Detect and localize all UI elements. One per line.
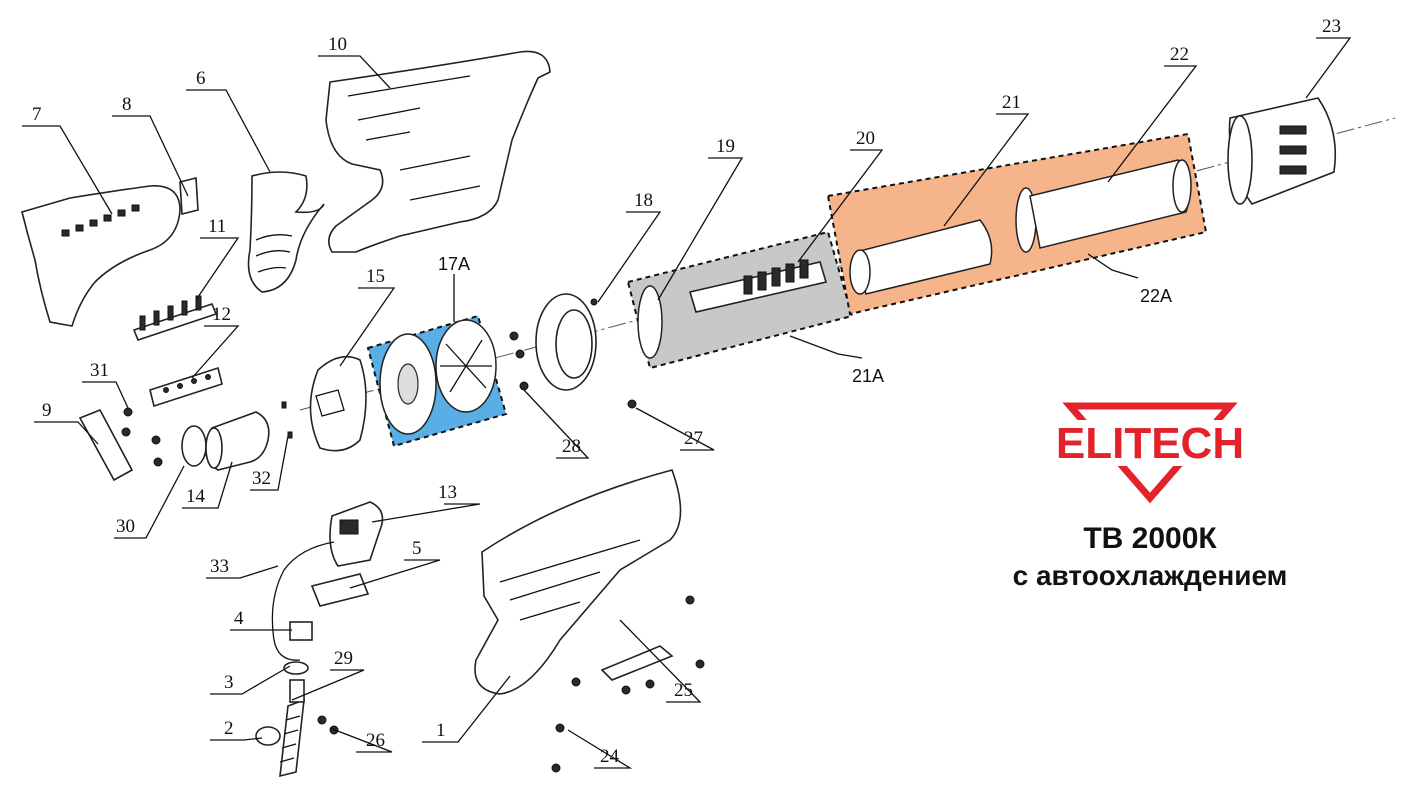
callout-22: 22 bbox=[1170, 44, 1189, 65]
callout-15: 15 bbox=[366, 266, 385, 287]
callout-24: 24 bbox=[600, 746, 620, 767]
callout-20: 20 bbox=[856, 128, 875, 149]
callout-3: 3 bbox=[224, 672, 234, 693]
callout-11: 11 bbox=[208, 216, 226, 237]
callout-33: 33 bbox=[210, 556, 229, 577]
part-5-block bbox=[310, 573, 370, 607]
part-13-switch bbox=[329, 501, 384, 567]
callout-6: 6 bbox=[196, 68, 206, 89]
part-28-screws bbox=[509, 331, 529, 391]
callout-9: 9 bbox=[42, 400, 52, 421]
callout-12: 12 bbox=[212, 304, 231, 325]
part-23-nozzle bbox=[1227, 97, 1337, 205]
callout-26: 26 bbox=[366, 730, 385, 751]
part-21-inner-tube bbox=[849, 219, 993, 295]
part-7-handle-cover bbox=[21, 185, 181, 327]
part-18-ring-housing bbox=[535, 293, 598, 391]
callout-23: 23 bbox=[1322, 16, 1341, 37]
part-1-housing-right bbox=[474, 469, 682, 695]
callout-10: 10 bbox=[328, 34, 347, 55]
part-10-housing-left bbox=[325, 50, 551, 253]
part-31-screws bbox=[121, 407, 163, 467]
callout-17A: 17A bbox=[438, 254, 470, 274]
model-subtitle: с автоохлаждением bbox=[1012, 560, 1288, 591]
part-33-wire bbox=[271, 541, 335, 661]
callout-2: 2 bbox=[224, 718, 234, 739]
callout-7: 7 bbox=[32, 104, 42, 125]
callout-8: 8 bbox=[122, 94, 132, 115]
callout-5: 5 bbox=[412, 538, 422, 559]
leader-lines bbox=[22, 37, 1352, 769]
part-4-connector bbox=[289, 621, 313, 641]
part-15-fan-housing bbox=[309, 355, 367, 452]
part-30-disk bbox=[181, 425, 207, 467]
part-29-strain-relief bbox=[289, 679, 305, 703]
part-32-pins bbox=[281, 401, 293, 439]
part-17-impeller bbox=[379, 319, 497, 435]
part-2-cord bbox=[255, 698, 305, 778]
part-24-screws bbox=[551, 595, 705, 773]
callout-28: 28 bbox=[562, 436, 581, 457]
callout-27: 27 bbox=[684, 428, 703, 449]
callout-18: 18 bbox=[634, 190, 653, 211]
part-20-heating-element bbox=[688, 259, 828, 313]
model-caption: ТВ 2000К с автоохлаждением bbox=[960, 520, 1340, 594]
brand-name: ELITECH bbox=[1056, 419, 1244, 468]
callout-14: 14 bbox=[186, 486, 206, 507]
callout-30: 30 bbox=[116, 516, 135, 537]
callout-22A: 22A bbox=[1140, 286, 1172, 306]
brand-logo: ELITECH bbox=[1050, 398, 1250, 508]
part-19-mica-ring bbox=[637, 285, 663, 359]
callout-29: 29 bbox=[334, 648, 353, 669]
part-22-outer-tube bbox=[1029, 159, 1192, 249]
part-8-clip bbox=[179, 176, 199, 216]
callout-19: 19 bbox=[716, 136, 735, 157]
callout-31: 31 bbox=[90, 360, 109, 381]
callout-21: 21 bbox=[1002, 92, 1021, 113]
callout-25: 25 bbox=[674, 680, 693, 701]
callout-13: 13 bbox=[438, 482, 457, 503]
part-9-bracket bbox=[78, 408, 134, 482]
part-6-trigger bbox=[247, 171, 325, 293]
callout-32: 32 bbox=[252, 468, 271, 489]
model-number: ТВ 2000К bbox=[1083, 522, 1217, 555]
part-27-screw bbox=[627, 399, 637, 409]
part-26-screws bbox=[317, 715, 339, 735]
part-14-motor bbox=[204, 411, 270, 471]
part-12-terminal-block bbox=[149, 366, 223, 408]
callout-4: 4 bbox=[234, 608, 244, 629]
callout-21A: 21A bbox=[852, 366, 884, 386]
part-11-contact-strip bbox=[132, 295, 218, 341]
callout-1: 1 bbox=[436, 720, 446, 741]
part-3-washer bbox=[283, 661, 309, 675]
